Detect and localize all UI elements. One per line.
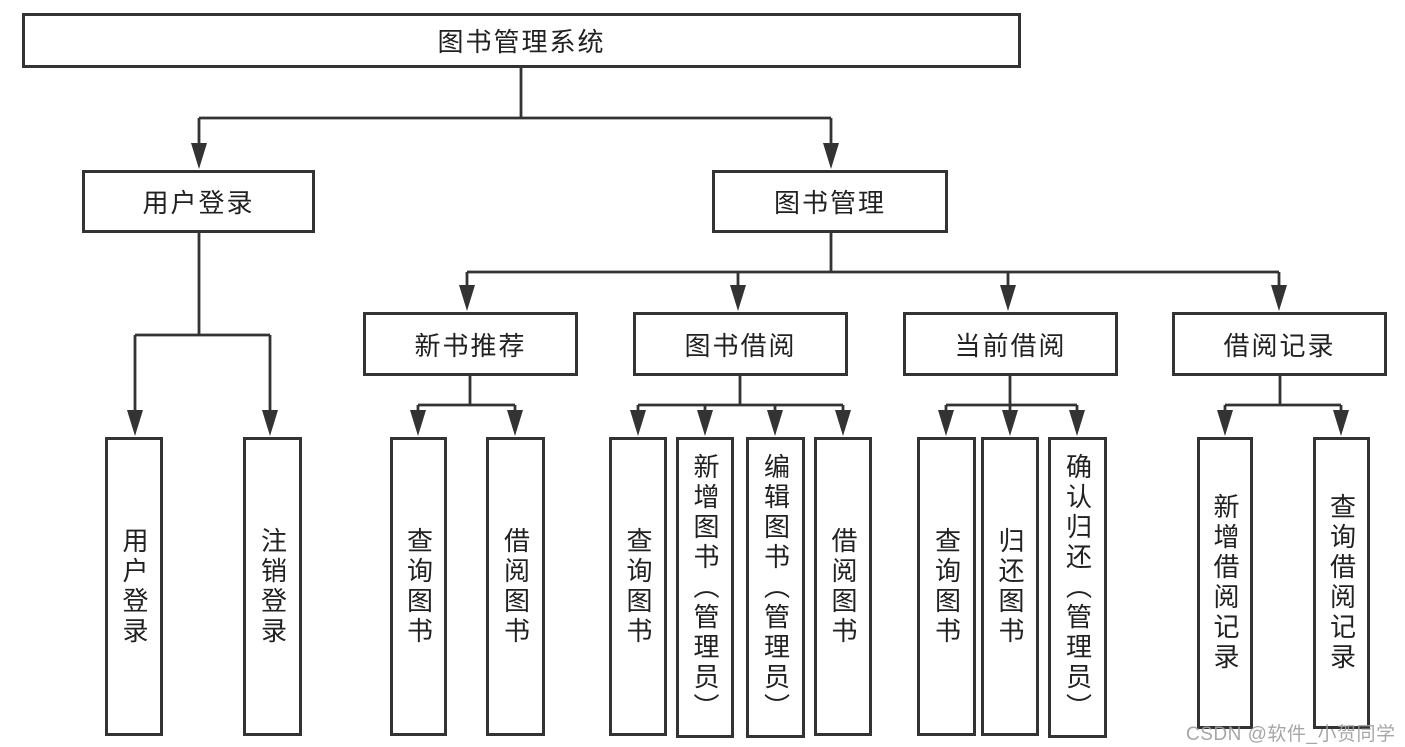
leaf-user-login: 用户登录	[105, 437, 163, 736]
leaf-record-query-record: 查询借阅记录	[1313, 437, 1370, 729]
node-borrow-record: 借阅记录	[1172, 312, 1387, 376]
leaf-borrow-query-book: 查询图书	[609, 437, 667, 736]
leaf-logout: 注销登录	[243, 437, 302, 736]
leaf-recommend-borrow-book: 借阅图书	[486, 437, 545, 736]
node-root: 图书管理系统	[22, 13, 1021, 68]
node-current-borrow: 当前借阅	[903, 312, 1118, 376]
leaf-current-query-book: 查询图书	[917, 437, 976, 736]
node-new-book-recommend: 新书推荐	[363, 312, 578, 376]
leaf-current-confirm-return: 确认归还（管理员）	[1048, 437, 1107, 738]
leaf-record-add-record: 新增借阅记录	[1197, 437, 1253, 729]
node-book-management: 图书管理	[712, 170, 948, 233]
node-user-login: 用户登录	[82, 170, 315, 233]
leaf-borrow-borrow-book: 借阅图书	[814, 437, 872, 736]
node-book-borrow: 图书借阅	[633, 312, 848, 376]
leaf-borrow-edit-book: 编辑图书（管理员）	[746, 437, 805, 738]
leaf-borrow-add-book: 新增图书（管理员）	[676, 437, 734, 738]
leaf-recommend-query-book: 查询图书	[390, 437, 447, 736]
leaf-current-return-book: 归还图书	[981, 437, 1039, 736]
csdn-watermark: CSDN @软件_小贺同学	[1186, 724, 1396, 745]
